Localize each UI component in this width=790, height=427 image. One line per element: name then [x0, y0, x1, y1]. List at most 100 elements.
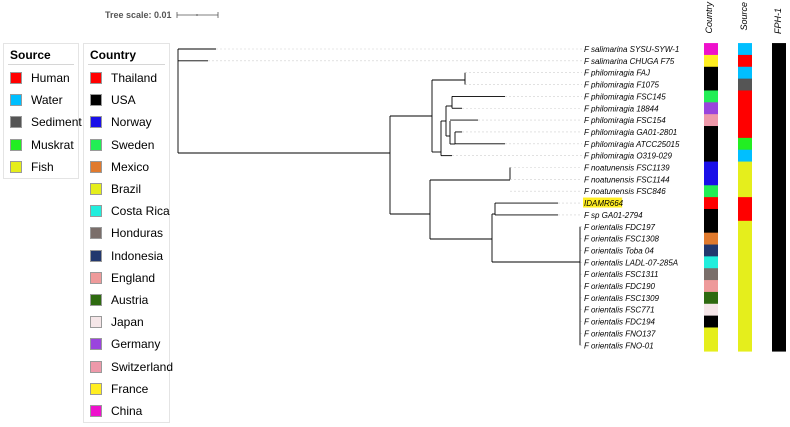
- legend-item-costa-rica: Costa Rica: [90, 204, 170, 218]
- legend-label: Mexico: [111, 159, 150, 174]
- country-cell: [704, 208, 718, 222]
- legend-item-japan: Japan: [90, 315, 144, 329]
- legend-label: Austria: [111, 293, 149, 307]
- legend-swatch: [90, 183, 102, 195]
- legend-item-germany: Germany: [90, 337, 160, 351]
- fph-cell: [772, 126, 786, 139]
- legend-swatch: [90, 249, 102, 262]
- country-cell: [704, 66, 718, 80]
- tip-label: F noatunensis FSC846: [584, 187, 666, 196]
- country-cell: [704, 303, 718, 317]
- tip-label: F orientalis LADL-07-285A: [584, 258, 678, 267]
- country-cell: [704, 90, 718, 103]
- country-cell: [704, 126, 718, 139]
- country-cell: [704, 173, 718, 186]
- fph-cell: [772, 185, 786, 198]
- legend-swatch: [10, 72, 22, 84]
- tip-highlight: [583, 197, 623, 208]
- fph-cell: [772, 339, 786, 352]
- legend-item-switzerland: Switzerland: [90, 360, 173, 374]
- source-cell: [738, 161, 752, 174]
- source-cell: [738, 303, 752, 317]
- tip-label: F noatunensis FSC1144: [584, 175, 670, 184]
- fph-cell: [772, 220, 786, 234]
- tip-label: F noatunensis FSC1139: [584, 164, 670, 173]
- fph-cell: [772, 303, 786, 317]
- source-cell: [738, 268, 752, 281]
- source-cell: [738, 54, 752, 68]
- fph-cell: [772, 54, 786, 68]
- legend-label: Switzerland: [111, 359, 174, 374]
- source-cell: [738, 280, 752, 293]
- fph-cell: [772, 173, 786, 186]
- tip-label: F philomiragia FSC145: [584, 92, 666, 101]
- fph-cell: [772, 149, 786, 162]
- source-cell: [738, 78, 752, 91]
- tip-label: F orientalis FNO137: [584, 329, 656, 338]
- legend-swatch: [90, 116, 102, 129]
- tip-label: F sp GA01-2794: [584, 211, 643, 220]
- legend-item-sediment: Sediment: [10, 115, 82, 129]
- fph-cell: [772, 161, 786, 174]
- source-cell: [738, 244, 752, 257]
- legend-label: Honduras: [111, 226, 164, 241]
- legend-swatch: [90, 205, 102, 218]
- legend-label: Indonesia: [111, 248, 164, 263]
- tip-label: F philomiragia F1075: [584, 81, 660, 90]
- country-cell: [704, 197, 718, 210]
- legend-item-human: Human: [10, 71, 70, 85]
- country-cell: [704, 256, 718, 269]
- tip-label: F orientalis FDC197: [584, 223, 656, 232]
- legend-item-mexico: Mexico: [90, 160, 149, 174]
- legend-label: China: [111, 404, 143, 418]
- tip-label: F philomiragia O319-029: [584, 152, 672, 161]
- legend-swatch: [10, 138, 22, 151]
- legend-label: Costa Rica: [111, 204, 170, 219]
- country-legend-divider: [88, 64, 165, 65]
- legend-label: England: [111, 270, 156, 285]
- country-cell: [704, 268, 718, 281]
- fph-cell: [772, 327, 786, 340]
- source-cell: [738, 327, 752, 340]
- source-cell: [738, 208, 752, 222]
- legend-swatch: [90, 316, 102, 329]
- legend-swatch: [10, 160, 22, 173]
- fph-cell: [772, 268, 786, 281]
- source-cell: [738, 114, 752, 127]
- tip-label: F orientalis FDC194: [584, 318, 656, 327]
- tip-label: F orientalis FNO-01: [584, 341, 654, 350]
- legend-item-china: China: [90, 404, 142, 418]
- source-legend-title: Source: [10, 48, 51, 62]
- country-cell: [704, 280, 718, 293]
- fph-cell: [772, 137, 786, 151]
- tip-label: F orientalis FSC1311: [584, 270, 658, 279]
- fph-cell: [772, 78, 786, 91]
- fph-cell: [772, 256, 786, 269]
- country-cell: [704, 43, 718, 56]
- legend-swatch: [90, 227, 102, 240]
- source-cell: [738, 149, 752, 162]
- legend-label: Brazil: [111, 182, 142, 196]
- legend-item-usa: USA: [90, 93, 136, 107]
- legend-label: Sediment: [31, 115, 82, 130]
- source-cell: [738, 185, 752, 198]
- fph-cell: [772, 280, 786, 293]
- legend-swatch: [90, 160, 102, 173]
- fph-cell: [772, 66, 786, 80]
- legend-label: Water: [31, 93, 63, 108]
- fph-cell: [772, 208, 786, 222]
- country-cell: [704, 185, 718, 198]
- legend-item-honduras: Honduras: [90, 226, 163, 240]
- fph-cell: [772, 197, 786, 210]
- legend-label: Fish: [31, 159, 54, 174]
- source-cell: [738, 90, 752, 103]
- fph-cell: [772, 114, 786, 127]
- source-legend-divider: [8, 64, 74, 65]
- legend-swatch: [90, 138, 102, 151]
- tip-label: F orientalis FSC1308: [584, 235, 660, 244]
- legend-item-brazil: Brazil: [90, 182, 141, 196]
- source-cell: [738, 137, 752, 151]
- fph-cell: [772, 43, 786, 56]
